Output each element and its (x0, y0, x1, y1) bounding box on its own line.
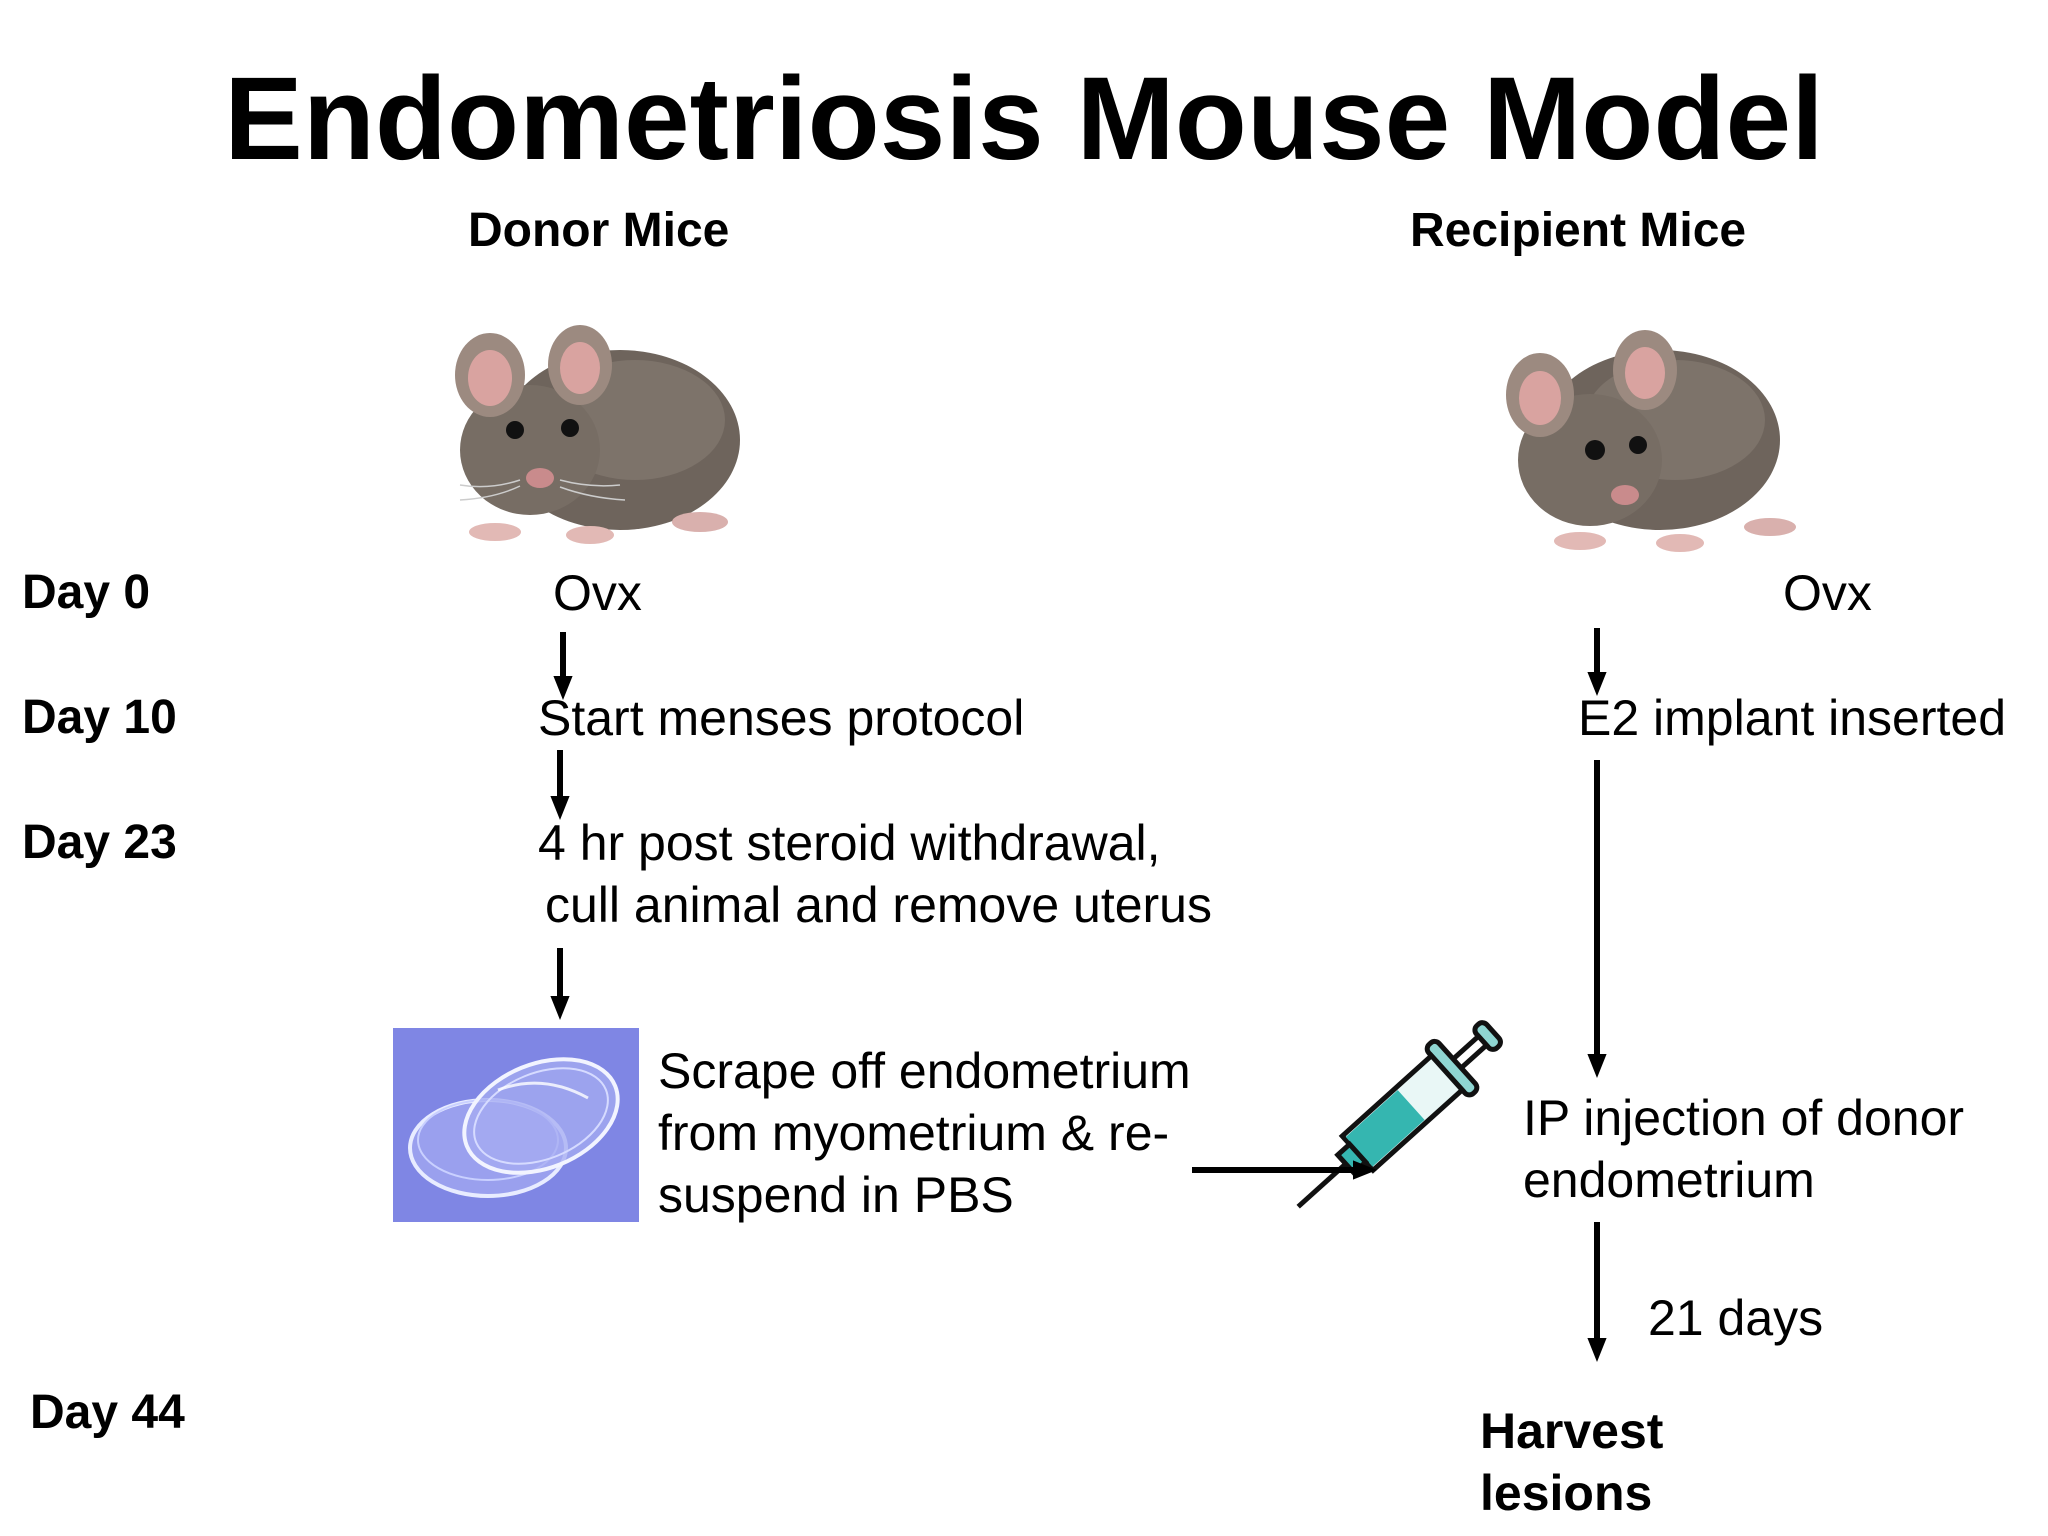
harvest-step-line1: Harvest (1480, 1403, 1664, 1459)
donor-mouse-icon (455, 325, 740, 544)
day-44-label: Day 44 (30, 1386, 185, 1439)
injection-step-line1: IP injection of donor (1523, 1090, 1965, 1146)
recipient-ovx-step: Ovx (1783, 565, 1872, 621)
donor-withdrawal-step-line1: 4 hr post steroid withdrawal, (538, 815, 1161, 871)
donor-column-heading: Donor Mice (468, 204, 730, 257)
scrape-step-line1: Scrape off endometrium (658, 1043, 1191, 1099)
scrape-step-line3: suspend in PBS (658, 1167, 1014, 1223)
day-0-label: Day 0 (22, 566, 151, 619)
diagram-title: Endometriosis Mouse Model (224, 53, 1824, 185)
syringe-icon (1296, 1020, 1503, 1209)
donor-withdrawal-step-line2: cull animal and remove uterus (545, 877, 1212, 933)
petri-dish-icon (393, 1028, 639, 1222)
day-10-label: Day 10 (22, 691, 177, 744)
harvest-step-line2: lesions (1480, 1465, 1653, 1521)
recipient-mouse-icon (1506, 330, 1796, 552)
donor-ovx-step: Ovx (553, 565, 642, 621)
interval-label: 21 days (1648, 1290, 1824, 1346)
recipient-column-heading: Recipient Mice (1410, 204, 1747, 257)
donor-menses-step: Start menses protocol (538, 690, 1025, 746)
scrape-step-line2: from myometrium & re- (658, 1105, 1170, 1161)
day-23-label: Day 23 (22, 816, 177, 869)
injection-step-line2: endometrium (1523, 1152, 1815, 1208)
recipient-implant-step: E2 implant inserted (1578, 690, 2007, 746)
